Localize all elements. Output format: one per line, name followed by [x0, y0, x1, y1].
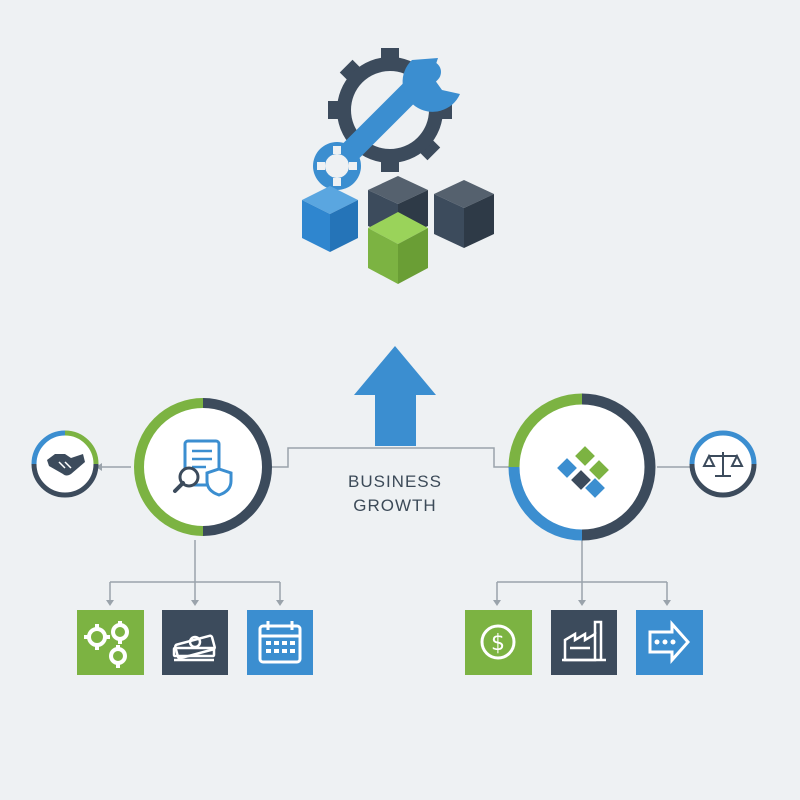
right-hub [508, 393, 656, 541]
tile-money [162, 610, 228, 675]
right-satellite [689, 430, 757, 498]
business-growth-label: BUSINESS GROWTH [300, 470, 490, 518]
left-satellite [31, 430, 99, 498]
money-stack-icon [172, 634, 216, 662]
connector-lines [102, 447, 690, 600]
dollar-coin-icon: $ [480, 624, 516, 660]
growth-arrow-up [354, 346, 436, 446]
label-line-2: GROWTH [353, 496, 437, 515]
tile-factory [551, 610, 617, 675]
cube-blue [302, 186, 358, 252]
tile-dollar: $ [465, 610, 532, 675]
arrow-right-icon [648, 620, 691, 664]
label-line-1: BUSINESS [348, 472, 442, 491]
scales-icon [702, 452, 744, 477]
svg-text:$: $ [491, 631, 505, 656]
tile-arrow [636, 610, 703, 675]
left-hub [134, 398, 272, 536]
calendar-icon [258, 621, 302, 664]
factory-icon [562, 620, 606, 662]
wrench-icon [313, 58, 460, 190]
handshake-icon [47, 454, 85, 476]
cube-slate-right [434, 180, 494, 248]
tile-calendar [247, 610, 313, 675]
tile-gears [77, 610, 144, 675]
document-search-shield-icon [173, 439, 233, 497]
wrench-gear-cubes-icon [302, 48, 494, 284]
cube-green [368, 212, 428, 284]
